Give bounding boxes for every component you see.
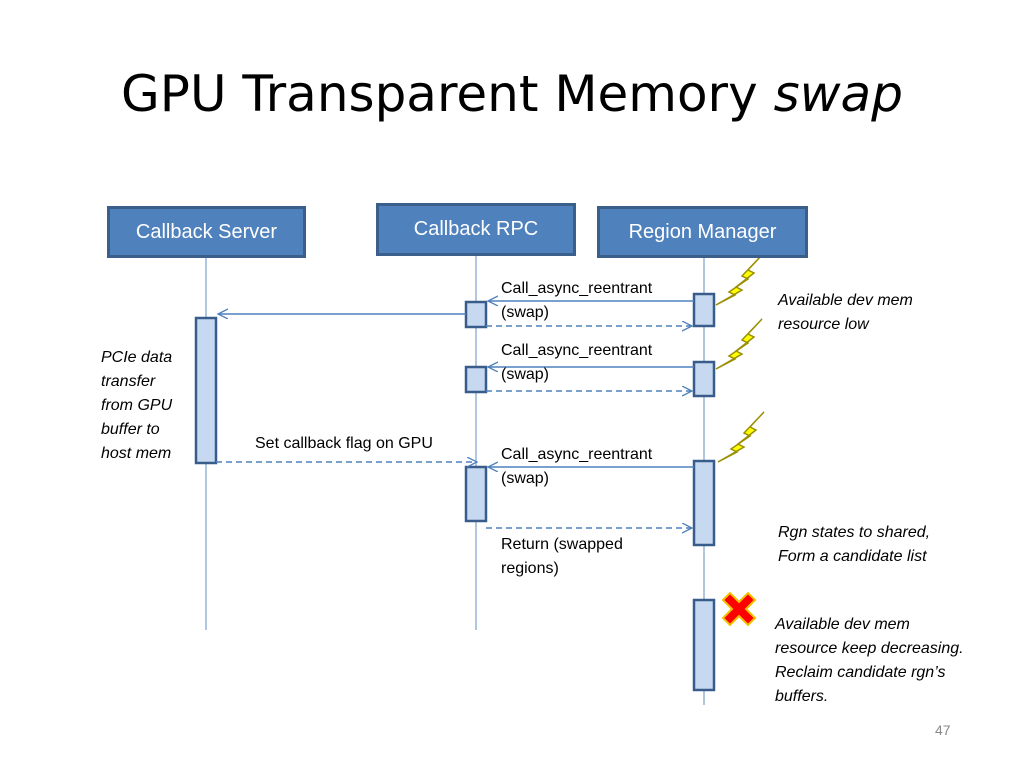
message-label-call-1: Call_async_reentrant (swap) [501,280,653,321]
activation-rpc-3 [464,465,488,523]
note-resource-low: Available dev mem resource low [778,292,913,333]
actor-callback-rpc: Callback RPC [376,203,576,256]
activation-rm-1 [692,292,716,328]
actor-callback-server: Callback Server [107,206,306,258]
note-pcie-transfer: PCIe data transfer from GPU buffer to ho… [101,349,173,462]
cross-icon [721,591,757,627]
message-label-call-2: Call_async_reentrant (swap) [501,342,653,383]
title-main: GPU Transparent Memory [121,65,758,123]
message-label-return: Return (swapped regions) [501,536,623,577]
title-emphasis: swap [773,65,903,123]
note-candidate-list: Rgn states to shared, Form a candidate l… [778,524,931,565]
activation-rpc-1 [464,300,488,329]
lightning-icon [715,254,763,306]
activation-rm-3 [692,459,716,547]
page-number: 47 [935,722,951,738]
message-label-set-flag: Set callback flag on GPU [255,435,433,452]
lightning-icon [717,411,765,463]
message-label-call-3: Call_async_reentrant (swap) [501,446,653,487]
activation-rpc-2 [464,365,488,394]
lightning-icon [715,318,763,370]
actor-region-manager: Region Manager [597,206,808,258]
activation-rm-2 [692,360,716,398]
activation-rm-4 [692,598,716,692]
activation-server [194,316,218,465]
note-reclaim-buffers: Available dev mem resource keep decreasi… [775,616,964,705]
slide-title: GPU Transparent Memory swap [0,62,1024,126]
